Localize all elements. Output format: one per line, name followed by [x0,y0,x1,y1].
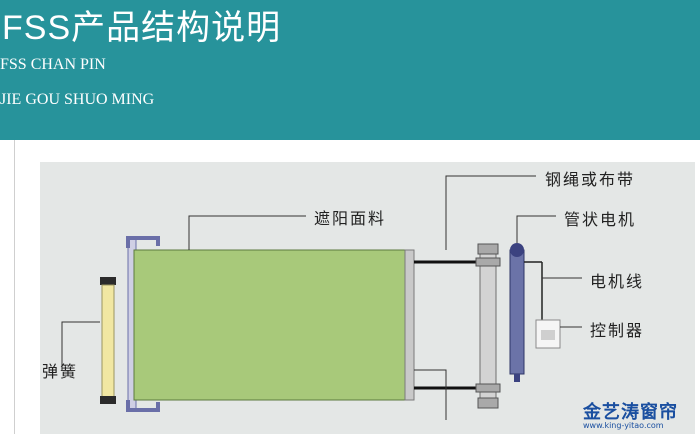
roller-top-ring [475,257,501,267]
page-title: FSS产品结构说明 [2,9,282,47]
motor-top-head [510,243,524,257]
label-tubular-motor: 管状电机 [564,210,637,229]
leader-cable [445,175,536,250]
panel-left-border [14,140,15,434]
header-banner: FSS产品结构说明 FSS CHAN PIN JIE GOU SHUO MING [0,0,700,140]
leader-fabric [188,215,306,250]
fabric-end-bar [404,249,415,401]
label-cable-or-belt: 钢绳或布带 [545,170,636,189]
watermark-url: www.king-yitao.com [583,421,664,430]
motor-body [509,249,525,375]
subtitle-line-2: JIE GOU SHUO MING [0,91,155,108]
roller-bottom-ring [475,383,501,393]
spring-bottom-cap [100,396,116,404]
bottom-bracket [126,400,160,412]
roller-bottom-cap [477,397,499,409]
tubular-motor [509,243,543,382]
brand-watermark: 金艺涛窗帘 www.king-yitao.com [583,398,693,434]
spring-top-cap [100,277,116,285]
label-fabric: 遮阳面料 [314,209,387,228]
motor-bottom-pin [514,374,520,382]
roller-top-cap [477,243,499,255]
spring-body [101,284,115,398]
spring-assembly [100,277,116,404]
leader-lower [414,369,447,420]
watermark-brand: 金艺涛窗帘 [583,402,678,423]
controller-button [541,330,555,340]
leader-lines [61,175,582,420]
roller-tube [475,243,501,409]
leader-spring [61,321,100,370]
left-bracket [126,236,160,412]
label-motor-cable: 电机线 [590,272,645,291]
label-spring: 弹簧 [42,362,79,381]
top-bracket [126,236,160,248]
shade-fabric [133,249,411,401]
subtitle-line-1: FSS CHAN PIN [0,56,106,73]
label-controller: 控制器 [590,321,645,340]
leader-motor [516,215,556,243]
